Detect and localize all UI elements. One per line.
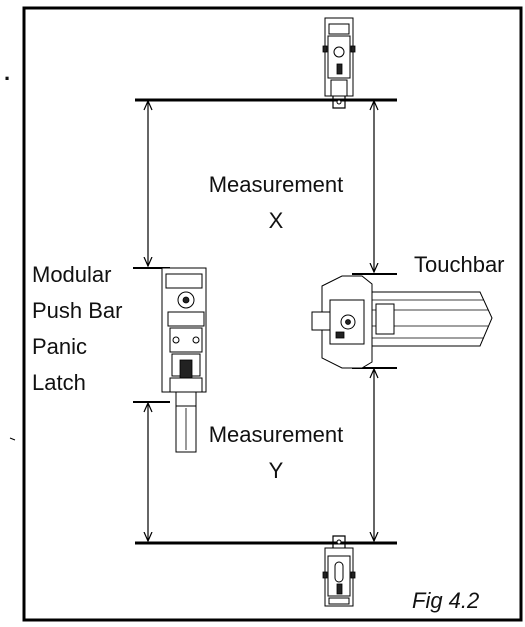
measurement-x-letter: X xyxy=(269,208,284,233)
bottom-strike xyxy=(322,535,356,607)
latch-label-line3: Panic xyxy=(32,334,87,359)
figure-caption: Fig 4.2 xyxy=(412,588,479,613)
measurement-x-label: Measurement xyxy=(209,172,344,197)
modular-latch-drawing xyxy=(161,267,207,453)
measurement-y-label: Measurement xyxy=(209,422,344,447)
latch-label-line4: Latch xyxy=(32,370,86,395)
latch-label-line1: Modular xyxy=(32,262,111,287)
touchbar-label: Touchbar xyxy=(414,252,505,277)
margin-dot: . xyxy=(4,60,10,85)
touchbar-drawing xyxy=(311,275,493,369)
measurement-y-letter: Y xyxy=(269,458,284,483)
latch-label-line2: Push Bar xyxy=(32,298,123,323)
figure-frame xyxy=(22,6,523,622)
top-strike xyxy=(322,17,356,109)
margin-tick xyxy=(9,437,16,441)
